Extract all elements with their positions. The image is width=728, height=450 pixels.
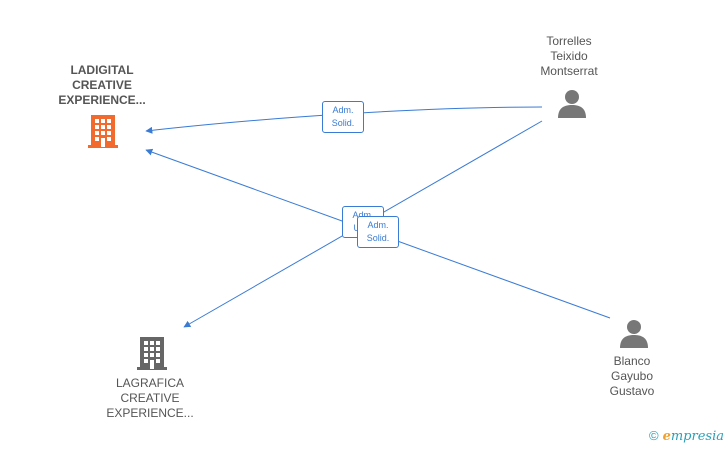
edge-label-type: Solid. — [331, 118, 355, 128]
person-blanco-label[interactable]: Blanco Gayubo Gustavo — [557, 354, 707, 399]
person-blanco-line-1: Blanco — [613, 354, 651, 368]
company-ladigital-line-1: LADIGITAL — [70, 63, 134, 77]
company-ladigital-line-3: EXPERIENCE... — [58, 93, 146, 107]
person-torrelles-line-2: Teixido — [550, 49, 588, 63]
person-blanco-line-2: Gayubo — [610, 369, 654, 383]
company-lagrafica-line-1: LAGRAFICA — [115, 376, 184, 390]
edge-label-role: Adm. — [332, 105, 354, 115]
person-torrelles-line-3: Montserrat — [540, 64, 598, 78]
company-lagrafica-line-3: EXPERIENCE... — [106, 406, 194, 420]
copyright-icon: © — [648, 428, 659, 443]
edge-label-blanco-ladigital[interactable]: Adm. Solid. — [357, 216, 399, 248]
edge-label-torrelles-ladigital[interactable]: Adm. Solid. — [322, 101, 364, 133]
company-ladigital-label[interactable]: LADIGITAL CREATIVE EXPERIENCE... — [27, 63, 177, 108]
company-ladigital-line-2: CREATIVE — [72, 78, 132, 92]
building-icon-lagrafica[interactable] — [136, 335, 168, 371]
empresia-logo[interactable]: ©empresia — [649, 428, 724, 444]
edge-label-role: Adm. — [367, 220, 389, 230]
building-icon-ladigital[interactable] — [87, 113, 119, 149]
edge-label-type: Solid. — [366, 233, 390, 243]
edge-label-role: Adm. — [352, 210, 374, 220]
person-torrelles-label[interactable]: Torrelles Teixido Montserrat — [494, 34, 644, 79]
company-lagrafica-label[interactable]: LAGRAFICA CREATIVE EXPERIENCE... — [75, 376, 225, 421]
person-icon-torrelles[interactable] — [556, 88, 588, 120]
brand-name: mpresia — [670, 429, 724, 444]
company-lagrafica-line-2: CREATIVE — [120, 391, 180, 405]
person-blanco-line-3: Gustavo — [609, 384, 655, 398]
person-icon-blanco[interactable] — [618, 318, 650, 350]
brand-initial: e — [662, 429, 671, 444]
person-torrelles-line-1: Torrelles — [546, 34, 592, 48]
